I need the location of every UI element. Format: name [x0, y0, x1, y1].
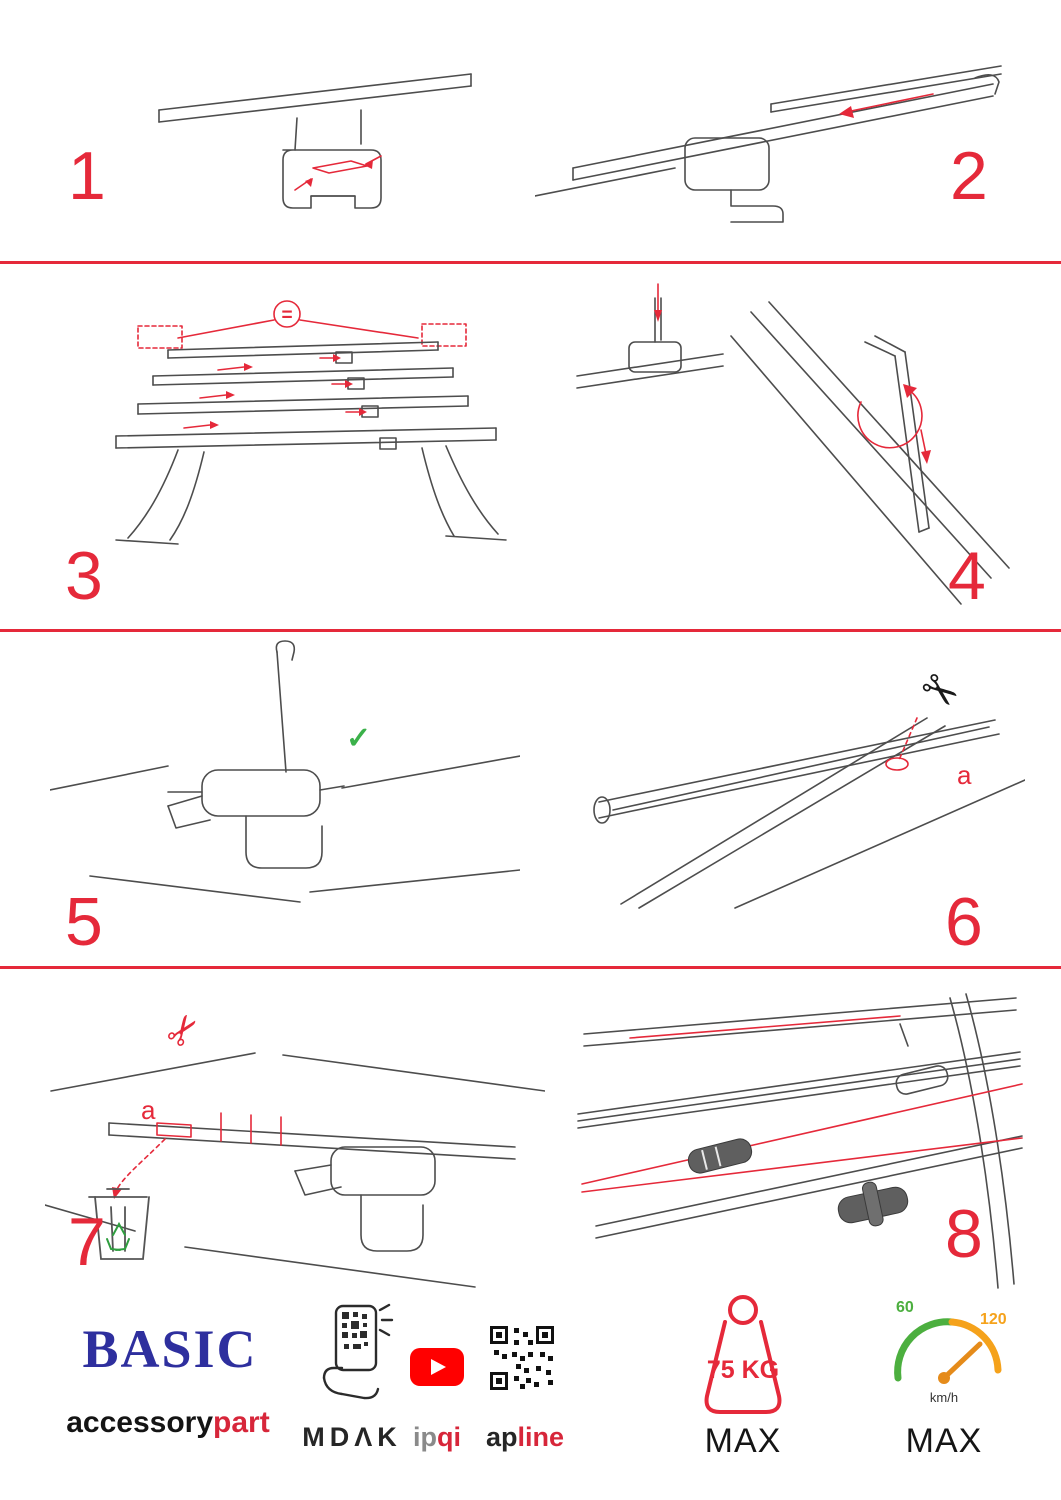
strap-lines: [581, 1015, 1023, 1193]
max-weight-label: MAX: [704, 1422, 782, 1460]
step-4-number: 4: [948, 538, 986, 614]
qr-code: [490, 1326, 554, 1390]
step5-illustration: ✓: [50, 640, 520, 903]
hex-key-arrows: [657, 283, 927, 455]
step1-insert-part: [294, 155, 382, 191]
youtube-icon: [410, 1348, 464, 1386]
step7-illustration: ✂ a: [45, 1004, 545, 1288]
step-8-number: 8: [945, 1196, 983, 1272]
speed-60-label: 60: [896, 1299, 914, 1316]
brand-ap: ap: [485, 1422, 518, 1452]
step4-illustration: [576, 283, 1010, 605]
step3-arrows: [183, 357, 360, 429]
step-1-number: 1: [68, 138, 106, 214]
step-5-number: 5: [65, 884, 103, 960]
cut-mark: [885, 717, 918, 771]
recycle-icon: [106, 1221, 130, 1251]
brand-ipqi: ipqi: [406, 1422, 468, 1453]
step-2-number: 2: [950, 138, 988, 214]
step-3-number: 3: [65, 538, 103, 614]
brand-basic: BASIC: [82, 1319, 258, 1379]
step1-illustration: [158, 73, 472, 209]
brand-accessory: accessory: [66, 1406, 214, 1439]
brand-apline: apline: [482, 1422, 568, 1453]
speed-unit-label: km/h: [930, 1390, 958, 1405]
scissors-icon: ✂: [910, 661, 969, 722]
max-speed-label: MAX: [905, 1422, 983, 1460]
section-divider-2: [0, 629, 1061, 632]
step6-illustration: ✂ a: [593, 661, 1025, 909]
step2-slide-arrow: [850, 93, 934, 112]
brand-ip: ip: [413, 1422, 437, 1452]
equals-symbol: =: [281, 305, 292, 326]
brand-part: part: [213, 1406, 270, 1439]
cut-label-a: a: [141, 1095, 156, 1125]
section-divider-1: [0, 261, 1061, 264]
step3-illustration: =: [115, 300, 507, 545]
section-divider-3: [0, 966, 1061, 969]
brand-qi: qi: [437, 1422, 461, 1452]
cut-label-a: a: [957, 760, 972, 790]
strap-buckle: [687, 1138, 909, 1227]
step-6-number: 6: [945, 884, 983, 960]
brand-accessorypart: accessorypart: [58, 1406, 278, 1440]
phone-qr-scan-icon: [322, 1303, 394, 1400]
speedometer-icon: 60 120 km/h: [894, 1299, 1006, 1405]
max-weight-value: 75 KG: [707, 1356, 779, 1384]
cut-ticks: [115, 1112, 282, 1192]
step2-illustration: [535, 65, 1002, 223]
trash-icon: [88, 1188, 150, 1260]
step-7-number: 7: [68, 1204, 106, 1280]
speed-120-label: 120: [980, 1311, 1006, 1328]
phone-qr-pixels: [342, 1312, 368, 1349]
checkmark-icon: ✓: [346, 722, 371, 755]
brand-line: line: [517, 1422, 565, 1452]
brand-mdak: MDΛK: [302, 1422, 402, 1452]
step8-illustration: [577, 993, 1023, 1289]
max-weight-icon: 75 KG: [704, 1295, 782, 1414]
equal-spacing-badge: [137, 300, 467, 349]
scissors-icon: ✂: [156, 1004, 211, 1057]
